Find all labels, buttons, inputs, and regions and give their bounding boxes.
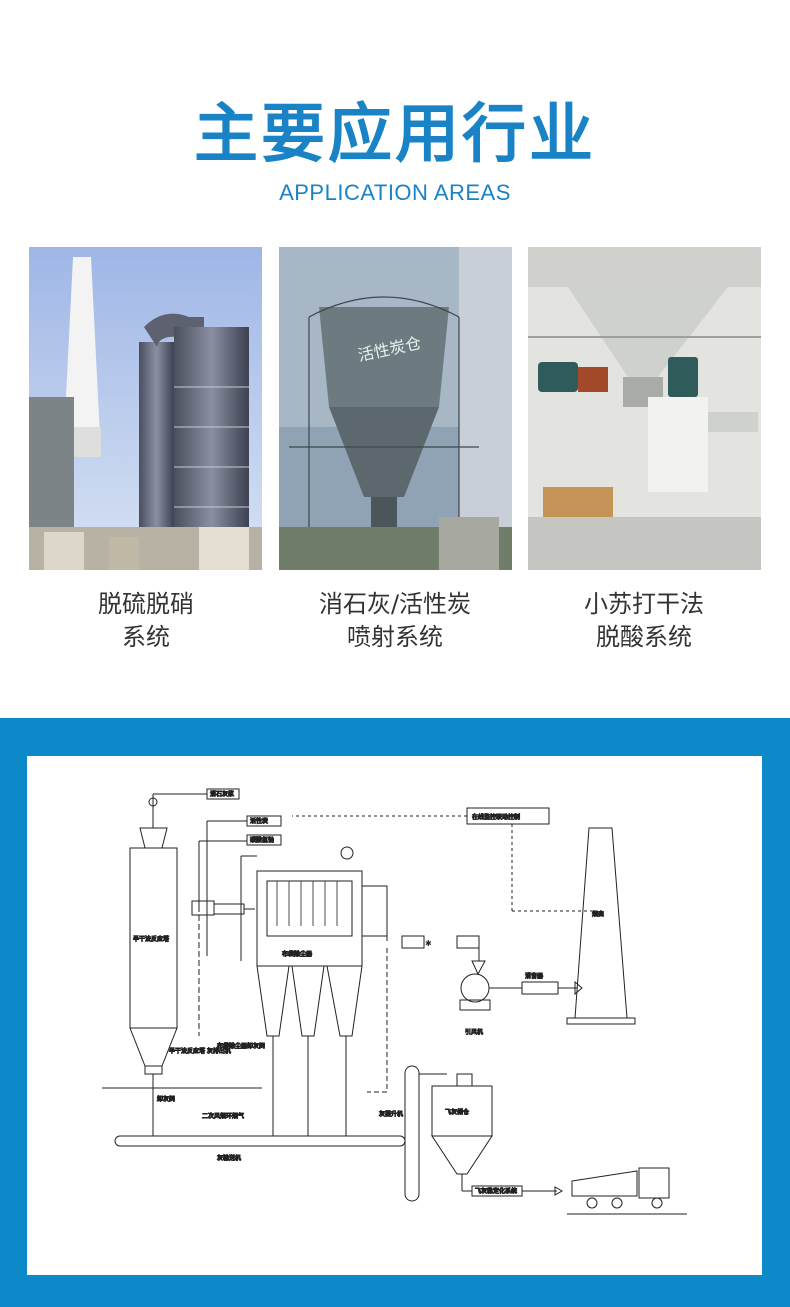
carbon-injection-photo: 活性炭仓	[279, 247, 512, 570]
bag-filter	[256, 870, 363, 1037]
caption-line: 系统	[122, 623, 170, 651]
page-subtitle: APPLICATION AREAS	[279, 180, 511, 205]
caption-line: 小苏打干法	[584, 590, 704, 618]
process-flow-diagram: 半干法反应塔 消石灰浆 活性炭 碳酸氢钠 在线监控联动控制	[27, 756, 762, 1275]
reactor-tower	[129, 827, 178, 1075]
caption-line: 消石灰/活性炭	[318, 590, 472, 618]
silencer-label: 消音器	[525, 972, 543, 980]
fan-label: 引风机	[465, 1028, 483, 1036]
truck-icon	[567, 1167, 687, 1215]
discharge-label: 半干法反应塔 灰排出机	[169, 1047, 231, 1055]
application-caption-2: 消石灰/活性炭 喷射系统	[265, 588, 525, 654]
conveyor-label: 灰输送机	[217, 1154, 241, 1162]
svg-text:✱: ✱	[425, 939, 432, 948]
lime-label: 消石灰浆	[210, 790, 234, 798]
application-caption-3: 小苏打干法 脱酸系统	[514, 588, 774, 654]
page-title: 主要应用行业	[194, 98, 596, 172]
carbon-label: 活性炭	[250, 817, 268, 825]
desulfurization-photo	[29, 247, 262, 570]
caption-line: 喷射系统	[347, 623, 443, 651]
soda-label: 碳酸氢钠	[250, 836, 274, 844]
control-label: 在线监控联动控制	[472, 813, 520, 821]
bag-valve-label: 布袋除尘器卸灰阀	[217, 1042, 265, 1050]
elevator-label: 灰提升机	[379, 1110, 403, 1118]
caption-line: 脱酸系统	[596, 623, 692, 651]
application-caption-1: 脱硫脱硝 系统	[16, 588, 276, 654]
ash-silo-label: 飞灰储仓	[445, 1108, 469, 1116]
caption-line: 脱硫脱硝	[98, 590, 194, 618]
chimney	[566, 827, 636, 1025]
dry-deacidification-photo	[528, 247, 761, 570]
reactor-label: 半干法反应塔	[133, 935, 169, 943]
chimney-label: 烟囱	[592, 910, 604, 918]
valve-label: 卸灰阀	[157, 1095, 175, 1103]
stabilization-label: 飞灰稳定化系统	[475, 1187, 517, 1195]
air-label: 二次风烟环烟气	[202, 1112, 244, 1120]
bag-filter-label: 布袋除尘器	[282, 950, 312, 958]
